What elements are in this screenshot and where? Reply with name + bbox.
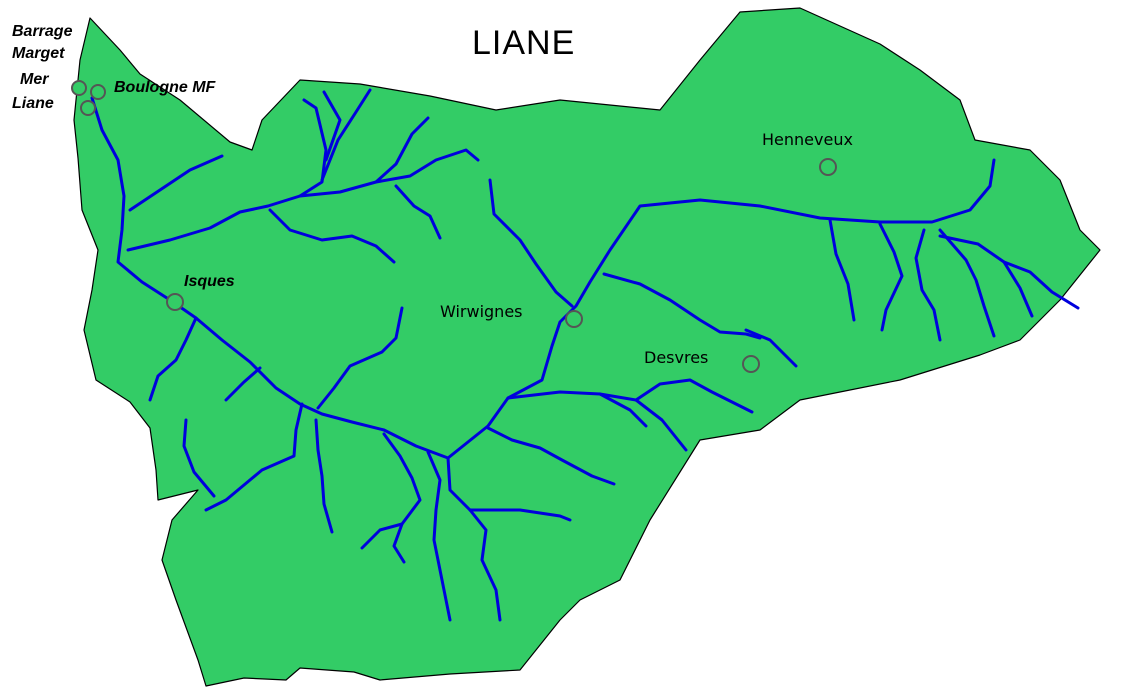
river-trib-n2 [322,90,342,162]
station-label-boulogne: Boulogne MF [114,79,216,96]
river-trib-c1 [316,306,404,410]
river-trib-s5 [314,418,334,534]
station-label-henneveux: Henneveux [762,130,853,149]
river-trib-n5 [394,184,442,240]
river-trib-s3 [204,402,304,512]
river-trib-n4 [374,148,480,184]
station-marker-isques [166,293,184,311]
river-trib-s7 [426,450,452,622]
station-marker-liane [80,100,96,116]
station-label-marget: Marget [12,45,65,62]
river-trib-e7 [878,222,904,332]
map-title: LIANE [472,24,576,62]
river-trib-e2 [598,392,648,428]
river-trib-e6 [828,218,856,322]
station-marker-boulogne [90,84,106,100]
station-label-isques: Isques [184,273,235,290]
river-trib-s2 [224,366,262,402]
river-trib-e5 [744,328,798,368]
station-label-desvres: Desvres [644,348,709,367]
station-marker-henneveux [819,158,837,176]
station-label-mer: Mer [20,71,49,88]
river-trib-s4 [182,418,216,498]
river-trib-s10 [468,508,572,522]
station-markers [71,80,837,373]
river-trib-e11 [1002,260,1080,310]
river-trib-e1 [506,390,688,452]
river-trib-nw1 [128,154,224,212]
river-trib-e4 [602,272,762,340]
river-trib-n7 [488,178,574,308]
river-trib-e3 [634,378,754,414]
river-trib-e8 [914,228,942,342]
basin-area [73,7,1101,687]
station-marker-mer [71,80,87,96]
river-trib-n6 [268,208,396,264]
station-marker-desvres [742,355,760,373]
station-label-wirwignes: Wirwignes [440,302,523,321]
river-trib-n1 [320,88,372,182]
station-label-barrage: Barrage [12,23,73,40]
river-trib-s11 [486,426,616,486]
river-trib-s8 [360,522,404,550]
river-trib-n3 [298,116,430,198]
river-trib-s9 [446,456,502,622]
river-trib-s6 [382,432,422,564]
river-network [90,88,1080,622]
river-trib-nw2 [126,98,328,252]
station-label-liane: Liane [12,95,54,112]
station-marker-wirwignes [565,310,583,328]
river-trib-s1 [148,316,198,402]
river-trib-e9 [938,228,996,338]
